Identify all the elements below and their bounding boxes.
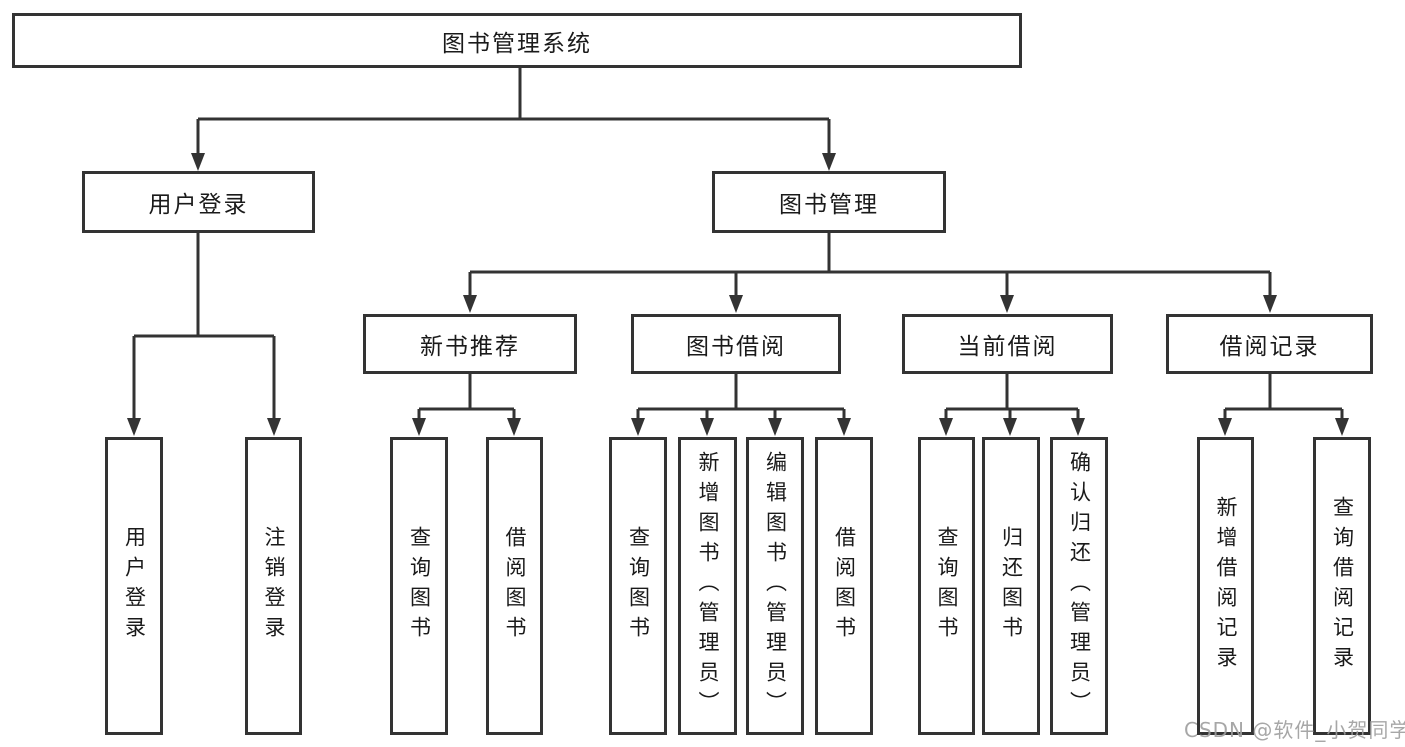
node-leaf-query-books-current: 查询图书 <box>918 437 975 735</box>
connector-current-borrow-children <box>939 374 1085 436</box>
line <box>1223 374 1344 419</box>
node-leaf-return-books: 归还图书 <box>982 437 1040 735</box>
connector-book-management-children <box>463 233 1277 313</box>
arrowhead <box>822 153 836 171</box>
node-leaf-query-borrow-record: 查询借阅记录 <box>1313 437 1371 735</box>
arrowhead <box>1218 418 1232 436</box>
node-new-book-recommend: 新书推荐 <box>363 314 577 374</box>
line <box>417 374 516 419</box>
node-leaf-add-borrow-record: 新增借阅记录 <box>1197 437 1254 735</box>
line <box>468 233 1272 296</box>
node-leaf-user-login: 用户登录 <box>105 437 163 735</box>
node-borrow-records: 借阅记录 <box>1166 314 1373 374</box>
node-leaf-add-books-admin: 新增图书（管理员） <box>678 437 737 735</box>
node-leaf-edit-books-admin: 编辑图书（管理员） <box>746 437 804 735</box>
arrowhead <box>507 418 521 436</box>
node-book-management: 图书管理 <box>712 171 946 233</box>
node-leaf-query-books-recommend: 查询图书 <box>390 437 448 735</box>
arrowhead <box>768 418 782 436</box>
line <box>944 374 1080 419</box>
connector-user-login-children <box>127 233 281 436</box>
node-leaf-borrow-books-recommend: 借阅图书 <box>486 437 543 735</box>
arrowhead <box>1000 295 1014 313</box>
connector-new-book-children <box>412 374 521 436</box>
arrowhead <box>1003 418 1017 436</box>
node-book-borrow: 图书借阅 <box>631 314 841 374</box>
arrowhead <box>729 295 743 313</box>
node-leaf-confirm-return-admin: 确认归还（管理员） <box>1050 437 1108 735</box>
arrowhead <box>267 418 281 436</box>
arrowhead <box>1071 418 1085 436</box>
arrowhead <box>412 418 426 436</box>
arrowhead <box>463 295 477 313</box>
node-leaf-query-books-borrow: 查询图书 <box>609 437 667 735</box>
node-root: 图书管理系统 <box>12 13 1022 68</box>
line <box>636 374 846 419</box>
arrowhead <box>1335 418 1349 436</box>
arrowhead <box>191 153 205 171</box>
line <box>132 233 276 419</box>
arrowhead <box>631 418 645 436</box>
node-current-borrow: 当前借阅 <box>902 314 1113 374</box>
node-leaf-borrow-books: 借阅图书 <box>815 437 873 735</box>
arrowhead <box>939 418 953 436</box>
connector-borrow-record-children <box>1218 374 1349 436</box>
watermark: CSDN @软件_小贺同学 <box>1184 718 1405 742</box>
node-leaf-logout: 注销登录 <box>245 437 302 735</box>
arrowhead <box>1263 295 1277 313</box>
arrowhead <box>700 418 714 436</box>
connector-book-borrow-children <box>631 374 851 436</box>
connector-root-to-level2 <box>191 68 836 171</box>
arrowhead <box>127 418 141 436</box>
line <box>196 68 831 154</box>
node-user-login: 用户登录 <box>82 171 315 233</box>
arrowhead <box>837 418 851 436</box>
